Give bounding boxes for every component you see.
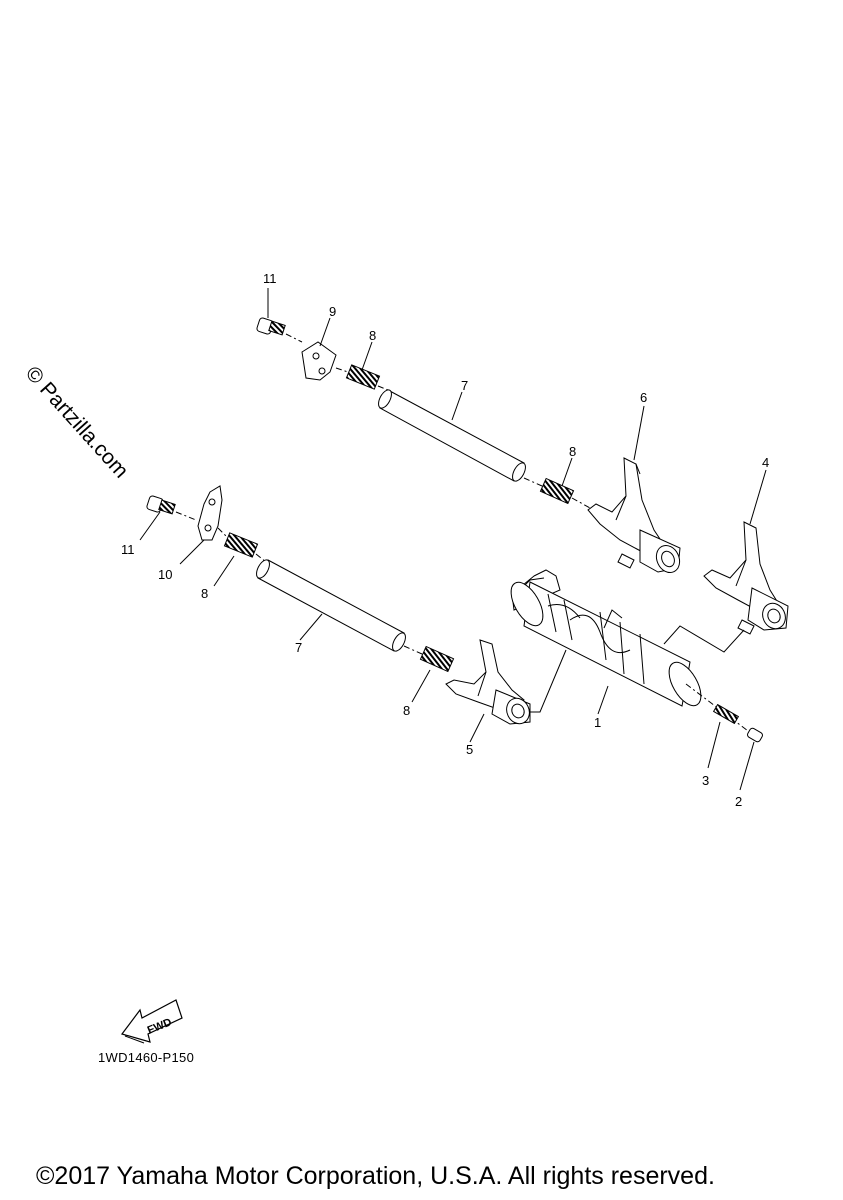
callout-8-lower-right: 8 xyxy=(403,703,410,718)
lock-plate-lower xyxy=(197,485,223,541)
bolt-lower xyxy=(146,495,176,515)
shift-fork-shaft-lower xyxy=(256,559,406,652)
callout-1: 1 xyxy=(594,715,601,730)
diagram-code: 1WD1460-P150 xyxy=(98,1050,195,1065)
callout-8-lower-left: 8 xyxy=(201,586,208,601)
callout-8-upper-right: 8 xyxy=(569,444,576,459)
callout-8-upper-left: 8 xyxy=(369,328,376,343)
forward-arrow-icon: FWD xyxy=(120,999,183,1044)
shift-fork-5 xyxy=(445,639,531,725)
callout-5: 5 xyxy=(466,742,473,757)
spring-upper-left xyxy=(345,364,381,390)
callout-3: 3 xyxy=(702,773,709,788)
callout-7-lower: 7 xyxy=(295,640,302,655)
callout-2: 2 xyxy=(735,794,742,809)
callout-11-lower: 11 xyxy=(121,542,135,557)
bolt-upper xyxy=(256,317,286,336)
pin-2 xyxy=(747,727,763,743)
callout-6: 6 xyxy=(640,390,647,405)
spring-lower-left xyxy=(223,532,259,558)
shift-drum xyxy=(510,569,761,741)
spring-3 xyxy=(712,703,740,725)
callout-10: 10 xyxy=(158,567,172,582)
shift-fork-6 xyxy=(587,457,681,574)
leader-lines xyxy=(139,288,767,791)
callout-7-upper: 7 xyxy=(461,378,468,393)
shift-fork-4 xyxy=(703,521,789,635)
callout-4: 4 xyxy=(762,455,769,470)
callout-9: 9 xyxy=(329,304,336,319)
spring-lower-right xyxy=(419,645,455,673)
lock-plate-upper xyxy=(301,341,337,381)
callout-numbers: 11 9 8 7 6 8 4 11 10 8 7 8 5 1 3 2 xyxy=(121,271,769,809)
callout-11-upper: 11 xyxy=(263,271,277,286)
spring-upper-right xyxy=(539,477,575,505)
shift-fork-shaft-upper xyxy=(378,389,526,482)
copyright-notice: ©2017 Yamaha Motor Corporation, U.S.A. A… xyxy=(36,1162,715,1190)
